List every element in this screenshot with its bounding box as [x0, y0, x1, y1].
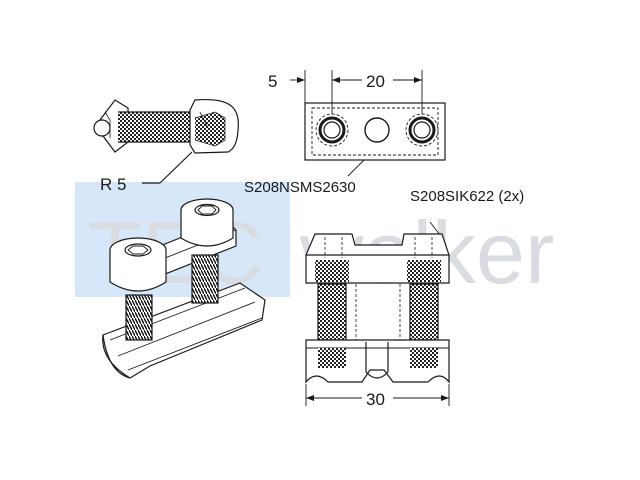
radius-label: R 5 — [100, 175, 126, 194]
assembly-front-view — [305, 221, 450, 406]
block-part-label: S208NSMS2630 — [244, 179, 356, 196]
screw-part-label: S208SIK622 (2x) — [410, 188, 524, 205]
hole-spacing-dimension: 20 — [366, 72, 385, 91]
screw-side-view — [93, 98, 239, 184]
isometric-assembly — [102, 198, 266, 379]
edge-offset-dimension: 5 — [268, 72, 277, 91]
overall-width-dimension: 30 — [366, 390, 385, 409]
block-top-view — [290, 70, 446, 177]
